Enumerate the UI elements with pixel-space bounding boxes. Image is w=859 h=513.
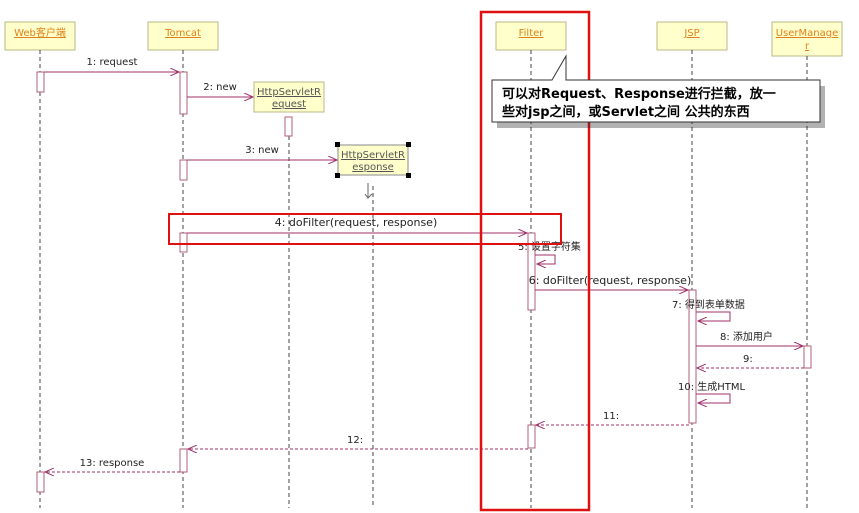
filter-highlight-box [479,10,591,512]
request-object-label-line2: equest [272,99,306,110]
activations [36,71,812,493]
message-label-1: 1: request [87,57,138,68]
message-label-8: 8: 添加用户 [720,330,773,343]
activation-tomcat-2 [179,159,188,181]
participant-jsp-label: JSP [683,28,699,39]
participant-usermanager-label-line1: UserManage [776,28,839,39]
request-object-activation [284,116,293,137]
response-object-label-line1: HttpServletR [341,150,405,161]
participant-tomcat-label: Tomcat [164,28,201,39]
object-http-servlet-response[interactable]: HttpServletR esponse [335,142,411,178]
activation-usermanager-1 [803,345,812,369]
activation-web-2 [36,471,45,493]
cursor-icon [364,183,373,200]
activation-filter-1 [527,232,536,311]
participant-usermanager[interactable]: UserManage r [771,21,843,57]
message-line-7 [696,311,731,321]
callout-line2: 些对jsp之间，或Servlet之间 公共的东西 [502,104,750,120]
message-label-3: 3: new [245,145,279,156]
message-label-9: 9: [743,354,753,365]
activation-tomcat-1 [179,71,188,115]
participant-filter-label: Filter [519,28,545,39]
message-lines [44,72,804,472]
activation-jsp-1 [688,289,697,424]
selection-handles[interactable] [335,142,411,178]
activation-tomcat-4 [179,448,188,473]
participant-web-label: Web客户端 [14,26,66,39]
message-line-10 [696,393,731,403]
participant-tomcat[interactable]: Tomcat [147,21,219,51]
message-label-6: 6: doFilter(request, response) [529,274,692,287]
activation-tomcat-3 [179,232,188,253]
message-label-4: 4: doFilter(request, response) [275,216,438,229]
message-label-5: 5: 设置字符集 [518,240,581,253]
object-http-servlet-request[interactable]: HttpServletR equest [253,81,325,113]
request-object-label-line1: HttpServletR [257,87,321,98]
participant-usermanager-label-line2: r [805,41,810,52]
response-object-label-line2: esponse [352,162,394,173]
dofilter-highlight-box [168,213,562,245]
participant-filter[interactable]: Filter [495,21,567,51]
activation-web-1 [36,71,45,93]
participant-jsp[interactable]: JSP [656,21,728,51]
message-label-13: 13: response [80,458,145,469]
message-label-12: 12: [347,435,363,446]
message-line-5 [535,254,556,264]
message-label-10: 10: 生成HTML [678,380,746,393]
message-label-2: 2: new [203,82,237,93]
message-label-11: 11: [603,411,619,422]
callout-note[interactable]: 可以对Request、Response进行拦截，放一 些对jsp之间，或Serv… [491,54,825,128]
message-label-7: 7: 得到表单数据 [672,298,745,311]
activation-filter-2 [527,424,536,449]
callout-line1: 可以对Request、Response进行拦截，放一 [502,86,776,102]
message-labels: 1: request 2: new 3: new 4: doFilter(req… [80,57,773,469]
participant-web[interactable]: Web客户端 [4,21,76,51]
